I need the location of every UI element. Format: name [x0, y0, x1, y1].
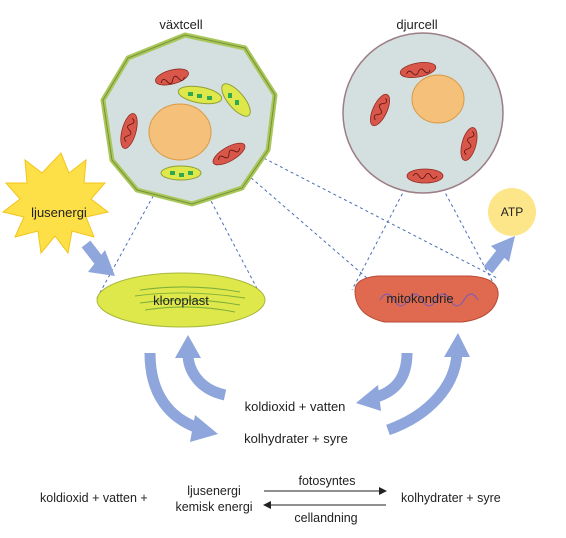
flow-arrowheads	[88, 236, 515, 442]
plant-nucleus	[148, 103, 212, 161]
animal-nucleus	[411, 74, 465, 124]
sun-icon	[1, 152, 110, 255]
equation-arrows	[263, 487, 387, 509]
mitochondrion-large	[354, 275, 499, 323]
carbs-oxygen-label: kolhydrater + syre	[244, 431, 348, 446]
equation-energy-bottom: kemisk energi	[175, 500, 253, 514]
co2-water-label: koldioxid + vatten	[244, 399, 346, 414]
equation-energy-top: ljusenergi	[187, 484, 241, 498]
plant-cell-label: växtcell	[159, 17, 203, 32]
plant-mito-squiggles	[124, 75, 240, 161]
equation-forward-label: fotosyntes	[298, 474, 356, 488]
dashed-connectors	[96, 149, 498, 299]
equation-left: koldioxid + vatten +	[40, 491, 148, 505]
mitochondrion-label: mitokondrie	[386, 291, 454, 306]
chloroplast-grana	[170, 92, 239, 177]
animal-cell	[342, 32, 504, 194]
atp-circle	[488, 188, 536, 236]
equation-right: kolhydrater + syre	[401, 491, 501, 505]
atp-label: ATP	[500, 205, 524, 219]
chloroplast-large	[96, 272, 266, 328]
plant-cell	[100, 32, 278, 207]
animal-cell-label: djurcell	[396, 17, 438, 32]
plant-mitochondria	[120, 68, 246, 166]
equation-backward-label: cellandning	[294, 511, 358, 525]
light-energy-label: ljusenergi	[31, 205, 87, 220]
chloroplast-label: kloroplast	[153, 293, 209, 308]
